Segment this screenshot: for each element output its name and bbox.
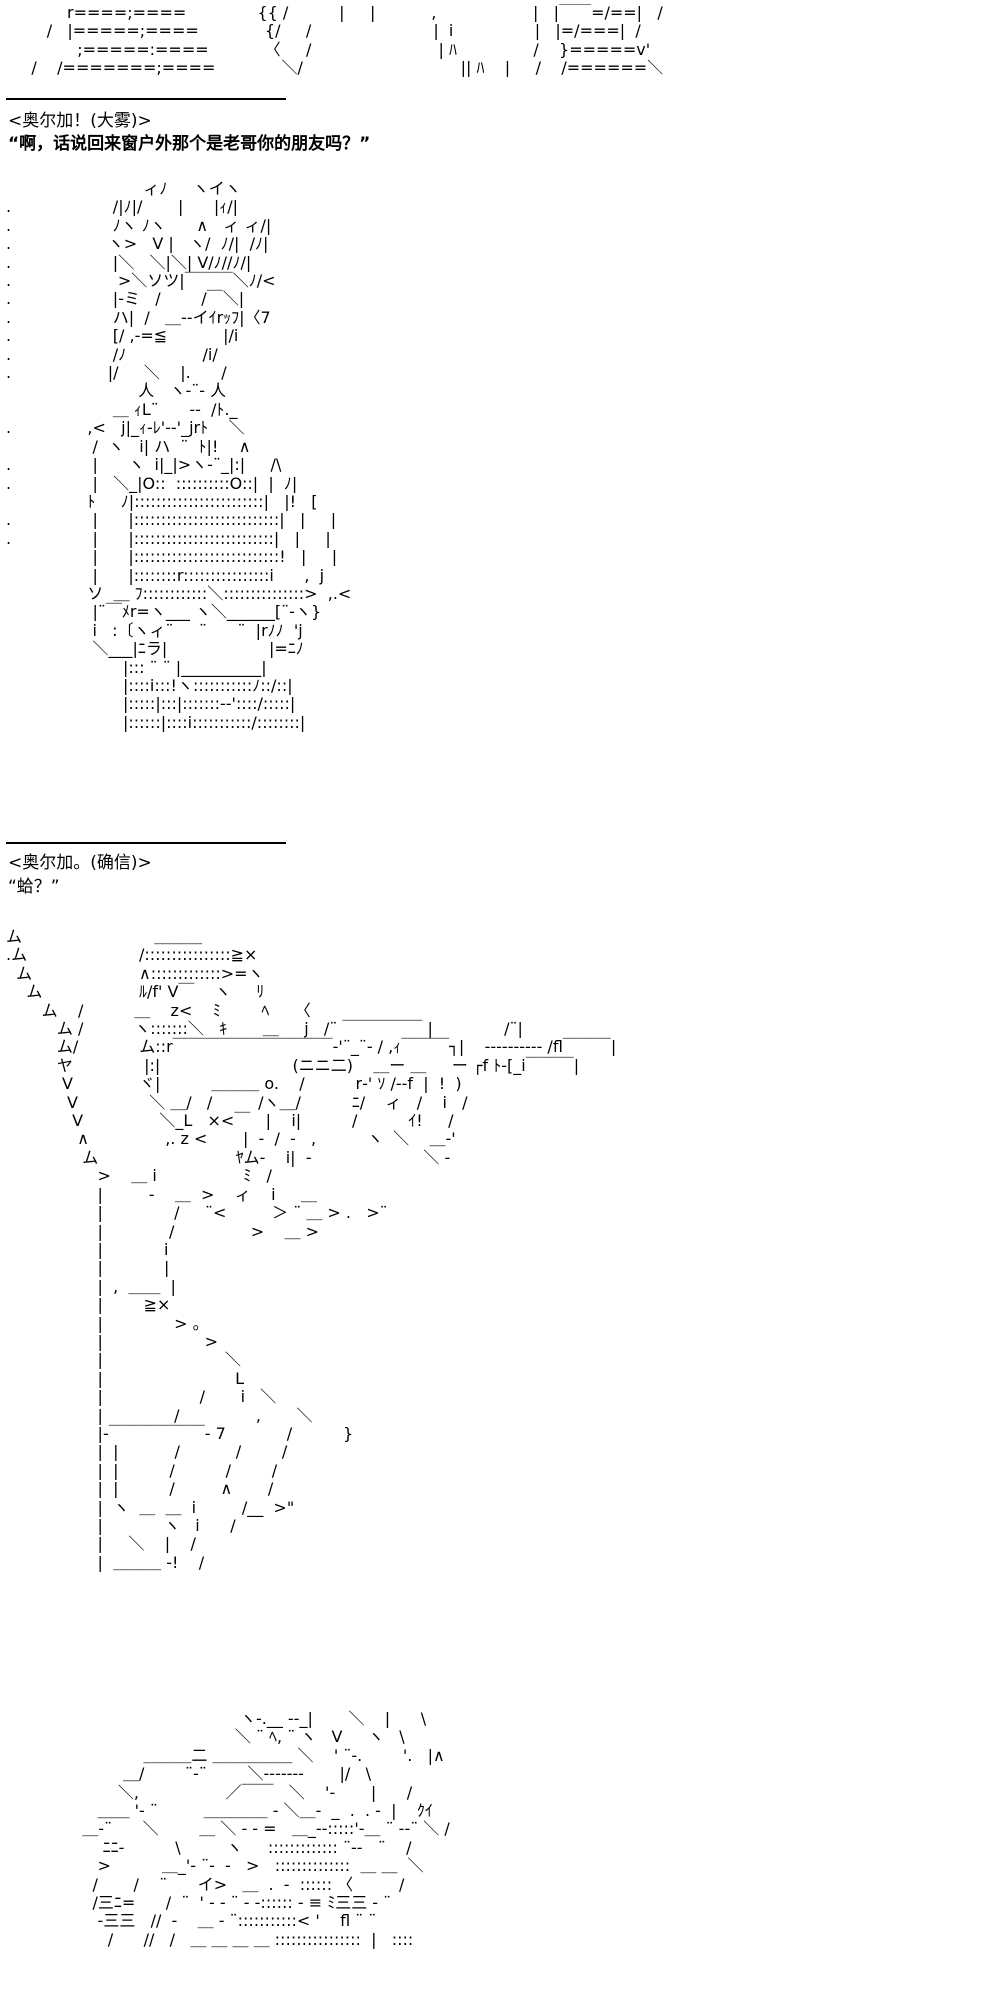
divider-line-middle <box>6 842 286 844</box>
ascii-art-gun-scene: ム ＿＿＿ .ム /::::::::::::::::≧× ム ∧::::::::… <box>6 928 617 1572</box>
ascii-art-figure-one: ィﾉ ヽイヽ . /|ﾉ|/ | |ｨ/| . ﾉヽ ﾉヽ ∧ ィ ィ/| . … <box>6 180 352 732</box>
ascii-art-top-fragment: r====;==== {{ / | | , | |￣￣=/==| / / |==… <box>31 4 664 78</box>
divider-line-top <box>6 98 286 100</box>
dialogue-line-one: “啊，话说回来窗户外那个是老哥你的朋友吗？” <box>8 134 371 154</box>
speaker-label-one: <奥尔加！(大雾)> <box>8 111 152 131</box>
ascii-art-bottom-fragment: ヽ‐.__ -‐_| ＼ | \ ＼ ¨ ﾍ, ¨ ヽ V ヽ \ ＿＿＿二 ＿… <box>82 1710 450 1949</box>
dialogue-line-two: “蛤？” <box>8 877 60 897</box>
speaker-label-two: <奥尔加。(确信)> <box>8 853 152 873</box>
